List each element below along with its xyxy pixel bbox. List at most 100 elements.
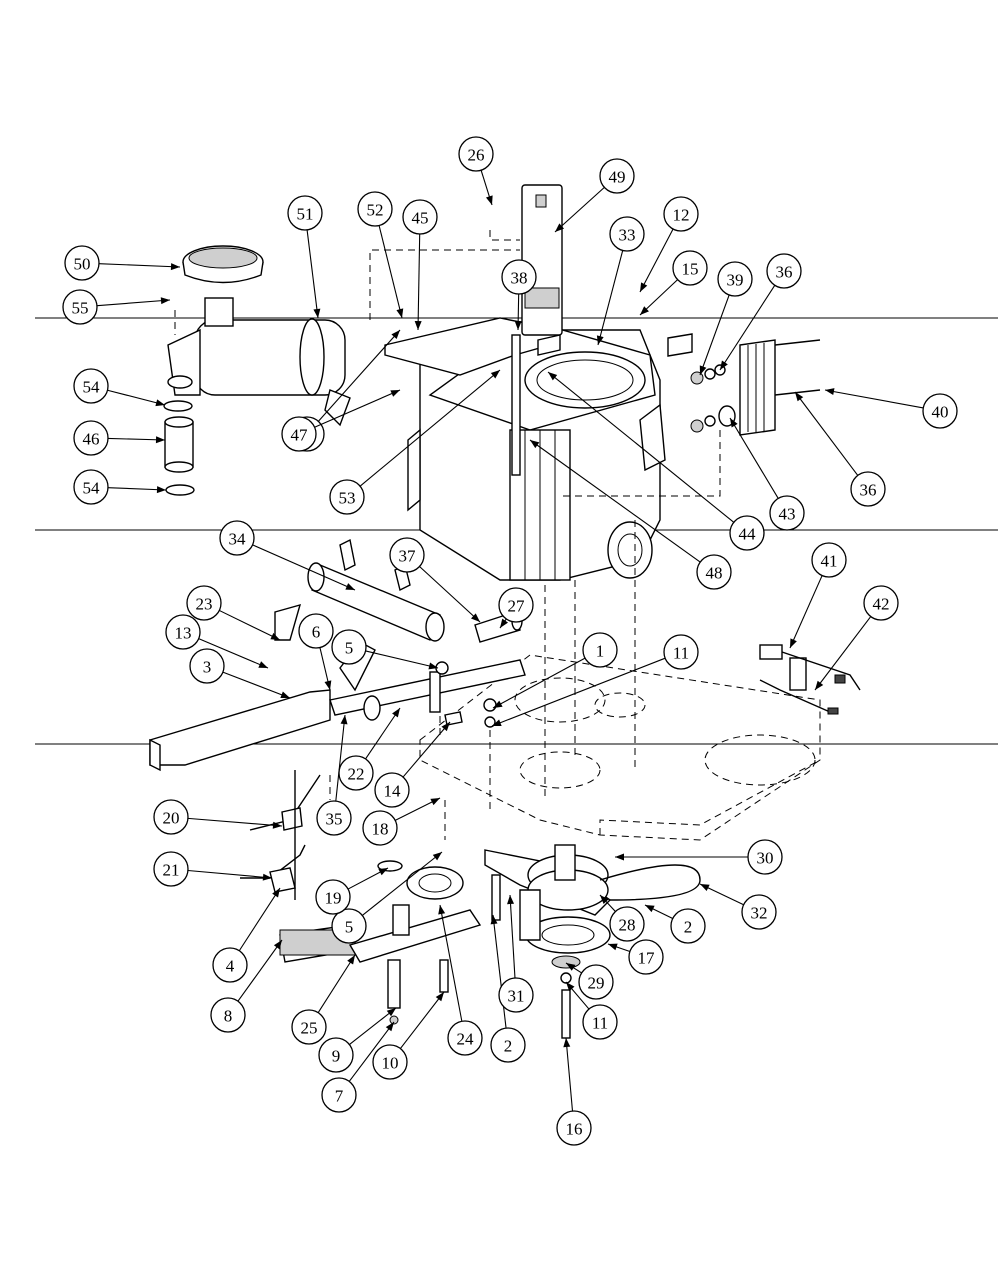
callout-arrowhead	[392, 708, 400, 718]
callout-arrowhead	[500, 618, 509, 628]
callout-circle	[696, 554, 732, 590]
callout-circle	[922, 393, 958, 429]
callout-arrowhead	[155, 436, 165, 444]
callout-3: 3	[189, 648, 291, 699]
callout-34: 34	[219, 520, 356, 591]
callout-leader-line	[365, 650, 439, 669]
callout-arrowhead	[385, 1022, 394, 1032]
hose-and-clamps	[163, 400, 195, 496]
callout-leader-line	[317, 954, 356, 1013]
callout-number: 42	[873, 595, 890, 614]
callout-arrowhead	[345, 583, 355, 590]
callout-number: 31	[508, 987, 525, 1006]
alignment-lines	[174, 230, 636, 840]
callout-arrowhead	[313, 308, 321, 318]
callout-arrowhead	[272, 888, 280, 898]
callout-number: 35	[326, 810, 343, 829]
callout-36: 36	[719, 253, 802, 371]
callout-number: 2	[684, 918, 693, 937]
callout-leader-line	[361, 851, 443, 916]
callout-54: 54	[73, 469, 167, 505]
callout-20: 20	[153, 799, 283, 835]
callout-circle	[389, 537, 425, 573]
callout-30: 30	[615, 839, 783, 875]
callout-arrowhead	[262, 873, 272, 881]
callout-circle	[331, 908, 367, 944]
callout-leader-line	[814, 616, 872, 691]
callout-circle	[498, 977, 534, 1013]
callout-circle	[490, 1027, 526, 1063]
callout-number: 30	[757, 849, 774, 868]
callout-number: 40	[932, 403, 949, 422]
callout-26: 26	[458, 136, 494, 206]
callout-circle	[357, 191, 393, 227]
callout-number: 36	[860, 481, 877, 500]
callout-leader-line	[187, 817, 283, 827]
callout-circle	[281, 416, 317, 452]
callout-number: 48	[706, 564, 723, 583]
callout-number: 14	[384, 782, 402, 801]
callout-17: 17	[607, 939, 664, 975]
callout-labels: 1223455678910111112131415151617181920212…	[62, 136, 958, 1146]
callout-number: 26	[468, 146, 485, 165]
callout-52: 52	[357, 191, 404, 319]
callout-49: 49	[554, 158, 635, 233]
callout-arrowhead	[700, 884, 710, 892]
callout-leader-line	[639, 228, 674, 293]
callout-number: 38	[511, 269, 528, 288]
callout-circle	[298, 613, 334, 649]
callout-47: 47	[281, 389, 401, 452]
callout-37: 37	[389, 537, 481, 623]
callout-38: 38	[501, 259, 537, 331]
callout-arrowhead	[615, 853, 624, 861]
callout-11: 11	[491, 634, 699, 727]
callout-number: 54	[83, 378, 101, 397]
callout-51: 51	[287, 195, 323, 319]
callout-15: 15	[639, 250, 708, 316]
callout-40: 40	[824, 388, 958, 429]
callout-arrowhead	[720, 360, 728, 370]
callout-number: 29	[588, 974, 605, 993]
callout-number: 20	[163, 809, 180, 828]
callout-arrowhead	[530, 440, 540, 449]
callout-leader-line	[317, 329, 401, 422]
callout-circle	[315, 879, 351, 915]
callout-11: 11	[565, 981, 618, 1040]
callout-number: 45	[412, 209, 429, 228]
callout-27: 27	[498, 587, 534, 629]
callout-arrowhead	[608, 943, 618, 951]
callout-9: 9	[318, 1007, 397, 1073]
callout-number: 24	[457, 1030, 475, 1049]
callout-25: 25	[291, 954, 356, 1045]
callout-arrowhead	[507, 895, 515, 905]
callout-circle	[766, 253, 802, 289]
control-bracket	[149, 603, 526, 772]
callout-arrowhead	[391, 330, 400, 340]
callout-arrowhead	[170, 263, 180, 271]
callout-circle	[219, 520, 255, 556]
idler-arm-assembly	[279, 860, 482, 1025]
callout-arrowhead	[490, 370, 500, 379]
callout-number: 1	[596, 642, 605, 661]
callout-arrowhead	[270, 632, 280, 640]
callout-number: 43	[779, 505, 796, 524]
callout-leader-line	[107, 389, 166, 406]
callout-number: 25	[301, 1019, 318, 1038]
callout-50: 50	[64, 245, 181, 281]
callout-leader-line	[565, 1037, 574, 1112]
control-levers	[240, 770, 321, 900]
callout-arrowhead	[441, 722, 450, 732]
regulator-assembly	[560, 333, 821, 497]
callout-arrowhead	[435, 992, 444, 1002]
callout-leader-line	[789, 575, 823, 649]
callout-leader-line	[824, 389, 924, 409]
fuel-tank	[521, 184, 563, 356]
callout-arrowhead	[815, 680, 824, 690]
callout-leader-line	[439, 904, 463, 1022]
callout-circle	[372, 1044, 408, 1080]
callout-31: 31	[498, 894, 534, 1013]
callout-circle	[153, 851, 189, 887]
callout-2: 2	[490, 914, 526, 1063]
callout-circle	[670, 908, 706, 944]
callout-leader-line	[252, 544, 356, 591]
